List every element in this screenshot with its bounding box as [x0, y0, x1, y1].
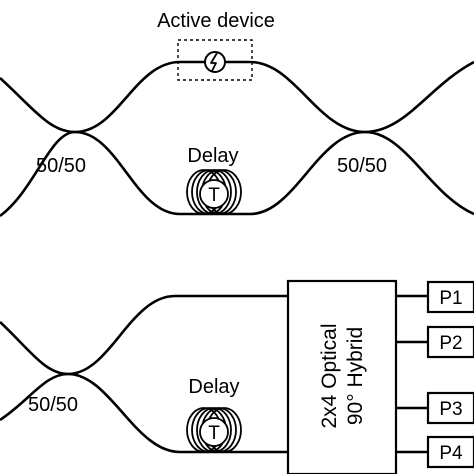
delay-coil-bottom: T [186, 407, 242, 453]
bottom-lower-waveguide [0, 372, 288, 454]
coupler-left-label: 50/50 [36, 155, 86, 177]
coupler-bottom-label: 50/50 [28, 394, 78, 416]
port-p1-label: P1 [439, 288, 462, 309]
delay-coil-top: T [186, 169, 242, 215]
delay-symbol-bottom: T [208, 423, 220, 444]
port-p1: P1 [426, 280, 474, 314]
delay-label-bottom: Delay [188, 376, 239, 398]
hybrid-label-line1: 2x4 Optical [318, 323, 341, 428]
port-p2: P2 [426, 325, 474, 359]
active-device-circle [204, 51, 226, 73]
optical-hybrid-box [286, 279, 398, 474]
port-p4: P4 [426, 435, 474, 469]
delay-label-top: Delay [187, 145, 238, 167]
hybrid-label-line2: 90° Hybrid [344, 327, 367, 425]
top-upper-waveguide [0, 60, 474, 134]
top-interferometer: Active device 50/50 50/50 T Delay [0, 10, 474, 218]
port-p4-label: P4 [439, 443, 463, 464]
top-lower-waveguide [0, 130, 474, 218]
bottom-upper-waveguide [0, 294, 288, 376]
delay-symbol-top: T [208, 185, 220, 206]
coupler-right-label: 50/50 [337, 155, 387, 177]
port-p3-label: P3 [439, 399, 462, 420]
lightning-bolt-icon [210, 52, 218, 72]
active-device-label: Active device [157, 10, 275, 32]
port-p3: P3 [426, 391, 474, 425]
port-p2-label: P2 [439, 333, 462, 354]
bottom-receiver: 50/50 T Delay 2x4 Optical 90° Hybrid P1 [0, 279, 474, 474]
active-device-box [177, 39, 253, 81]
